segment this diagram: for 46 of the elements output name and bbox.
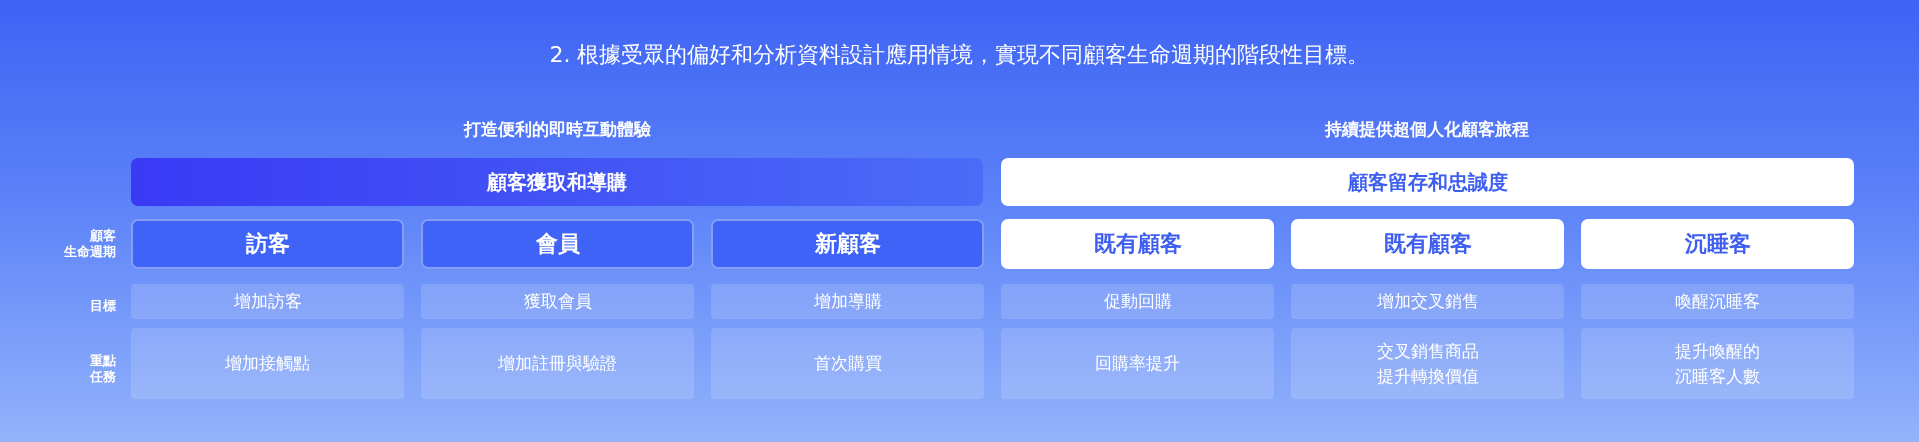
- lifecycle-stage-box: [421, 219, 694, 269]
- stage-name: 新顧客: [814, 230, 881, 258]
- task-text: 回購率提升: [1095, 352, 1180, 375]
- task-text: 增加註冊與驗證: [498, 352, 617, 375]
- goal-box: [131, 284, 404, 319]
- lifecycle-stage-box: [1581, 219, 1854, 269]
- lifecycle-stage-box: [1001, 219, 1274, 269]
- row-label: 重點任務: [90, 353, 116, 385]
- task-box: [421, 328, 694, 399]
- goal-text: 增加交叉銷售: [1376, 290, 1479, 313]
- lifecycle-stage-box: [1291, 219, 1564, 269]
- band-title: 顧客留存和忠誠度: [1347, 168, 1508, 196]
- task-text: 首次購買: [813, 352, 882, 375]
- section-heading: 持續提供超個人化顧客旅程: [1325, 118, 1529, 140]
- stage-name: 既有顧客: [1093, 230, 1182, 258]
- task-box: [1291, 328, 1564, 399]
- task-box: [711, 328, 984, 399]
- stage-band: [131, 158, 983, 206]
- lifecycle-stage-box: [711, 219, 984, 269]
- section-heading: 打造便利的即時互動體驗: [463, 118, 651, 140]
- stage-name: 沉睡客: [1684, 230, 1751, 258]
- task-text: 增加接觸點: [225, 352, 310, 375]
- task-box: [131, 328, 404, 399]
- band-title: 顧客獲取和導購: [487, 168, 627, 196]
- goal-box: [711, 284, 984, 319]
- goal-text: 增加導購: [813, 290, 882, 313]
- goal-text: 獲取會員: [523, 290, 592, 313]
- goal-box: [421, 284, 694, 319]
- stage-name: 訪客: [245, 230, 290, 258]
- stage-name: 會員: [535, 230, 580, 258]
- task-box: [1001, 328, 1274, 399]
- goal-box: [1581, 284, 1854, 319]
- goal-text: 促動回購: [1103, 290, 1172, 313]
- lifecycle-stage-box: [131, 219, 404, 269]
- stage-band: [1001, 158, 1854, 206]
- row-label: 顧客生命週期: [64, 228, 116, 260]
- row-label: 目標: [90, 298, 116, 314]
- goal-text: 喚醒沉睡客: [1675, 290, 1760, 313]
- goal-box: [1291, 284, 1564, 319]
- stage-name: 既有顧客: [1383, 230, 1472, 258]
- task-text: 提升喚醒的沉睡客人數: [1675, 339, 1760, 388]
- goal-box: [1001, 284, 1274, 319]
- task-text: 交叉銷售商品提升轉換價值: [1376, 339, 1479, 388]
- task-box: [1581, 328, 1854, 399]
- goal-text: 增加訪客: [233, 290, 302, 313]
- title: 2. 根據受眾的偏好和分析資料設計應用情境，實現不同顧客生命週期的階段性目標。: [549, 41, 1370, 69]
